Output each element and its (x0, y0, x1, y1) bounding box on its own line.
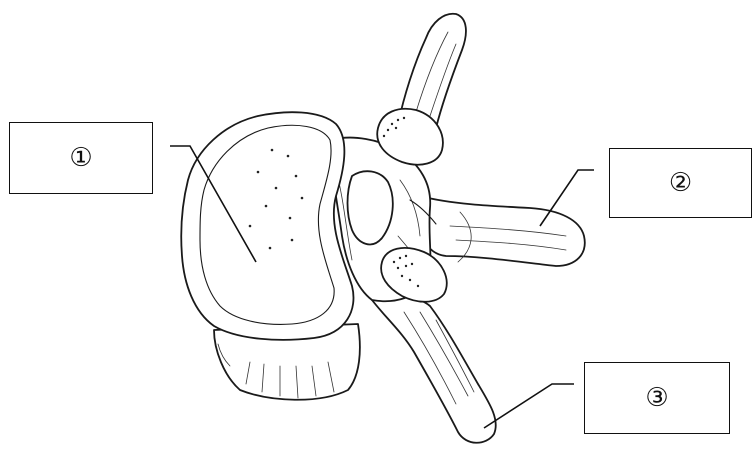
label-box-1: ① (9, 122, 153, 194)
label-1-text: ① (69, 143, 92, 173)
label-2-text: ② (669, 168, 692, 198)
label-box-3: ③ (584, 362, 730, 434)
vertebral-body (181, 112, 360, 400)
leader-line-3 (484, 384, 574, 428)
label-3-text: ③ (645, 383, 668, 413)
label-box-2: ② (609, 148, 752, 218)
spinous-process (372, 296, 496, 443)
transverse-process (419, 196, 585, 266)
